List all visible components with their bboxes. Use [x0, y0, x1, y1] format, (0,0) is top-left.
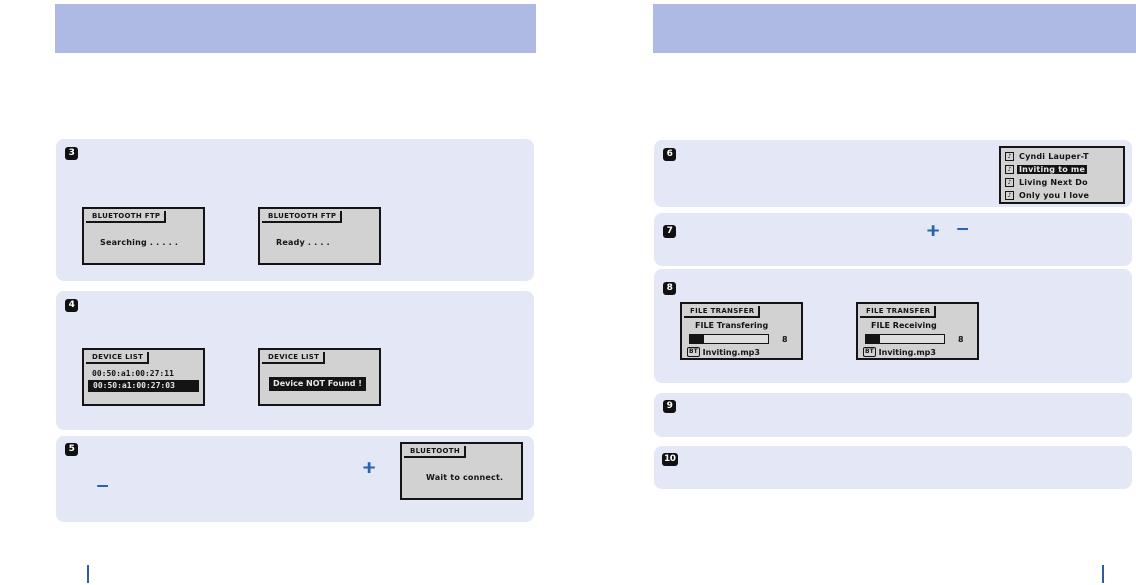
header-band-left	[55, 4, 536, 53]
lcd-screen-ready: BLUETOOTH FTP Ready . . . .	[258, 207, 381, 265]
music-file-icon: ♪	[1005, 165, 1014, 174]
music-file-icon: ♪	[1005, 178, 1014, 187]
step-4-panel: 4 DEVICE LIST 00:50:a1:00:27:11 00:50:a1…	[56, 291, 534, 430]
file-name: Inviting.mp3	[878, 347, 936, 357]
step-3-panel: 3 BLUETOOTH FTP Searching . . . . . BLUE…	[56, 139, 534, 281]
step-8-badge: 8	[663, 282, 676, 295]
header-band-right	[653, 4, 1136, 53]
device-address: 00:50:a1:00:27:11	[92, 369, 174, 378]
bt-file-icon: BT	[863, 347, 876, 357]
file-name: Inviting.mp3	[702, 347, 760, 357]
plus-icon: +	[362, 458, 377, 478]
song-list-item: ♪ Living Next Do	[1001, 176, 1123, 189]
song-list-item: ♪ Cyndi Lauper-T	[1001, 150, 1123, 163]
progress-fill	[866, 335, 880, 343]
music-file-icon: ♪	[1005, 191, 1014, 200]
step-3-badge: 3	[65, 147, 78, 160]
lcd-message: Wait to connect.	[426, 473, 504, 482]
minus-icon: −	[96, 476, 110, 495]
lcd-tab: BLUETOOTH	[404, 446, 467, 458]
lcd-tab: FILE TRANSFER	[860, 306, 937, 318]
lcd-screen-wait-to-connect: BLUETOOTH Wait to connect.	[400, 442, 523, 500]
lcd-tab: DEVICE LIST	[262, 352, 326, 364]
step-4-badge: 4	[65, 299, 78, 312]
lcd-tab: BLUETOOTH FTP	[86, 211, 167, 223]
lcd-screen-device-list: DEVICE LIST 00:50:a1:00:27:11 00:50:a1:0…	[82, 348, 205, 406]
footer-left-tick	[87, 565, 89, 583]
step-9-panel: 9	[654, 393, 1132, 437]
song-title: Cyndi Lauper-T	[1019, 152, 1089, 161]
bt-file-icon: BT	[687, 347, 700, 357]
lcd-tab: FILE TRANSFER	[684, 306, 761, 318]
lcd-screen-song-list: ♪ Cyndi Lauper-T ♪ Inviting to me ♪ Livi…	[999, 146, 1125, 204]
step-8-panel: 8 FILE TRANSFER FILE Transfering 8 BT In…	[654, 269, 1132, 383]
lcd-message: Searching . . . . .	[100, 238, 179, 247]
step-5-badge: 5	[65, 443, 78, 456]
step-6-badge: 6	[663, 148, 676, 161]
progress-fill	[690, 335, 704, 343]
song-title: Living Next Do	[1019, 178, 1088, 187]
file-row: BT Inviting.mp3	[687, 347, 760, 357]
file-row: BT Inviting.mp3	[863, 347, 936, 357]
lcd-screen-file-receiving: FILE TRANSFER FILE Receiving 8 BT Inviti…	[856, 302, 979, 360]
lcd-tab: BLUETOOTH FTP	[262, 211, 343, 223]
progress-bar-row: 8	[689, 334, 788, 344]
device-address-selected: 00:50:a1:00:27:03	[88, 380, 199, 392]
not-found-message: Device NOT Found !	[269, 377, 366, 391]
music-file-icon: ♪	[1005, 152, 1014, 161]
progress-value: 8	[958, 334, 964, 344]
step-6-panel: 6 ♪ Cyndi Lauper-T ♪ Inviting to me ♪ Li…	[654, 140, 1132, 207]
step-9-badge: 9	[663, 400, 676, 413]
step-7-badge: 7	[663, 225, 676, 238]
step-7-panel: 7 + −	[654, 213, 1132, 266]
transfer-status: FILE Transfering	[695, 321, 769, 330]
step-10-badge: 10	[662, 453, 678, 466]
lcd-screen-file-transfering: FILE TRANSFER FILE Transfering 8 BT Invi…	[680, 302, 803, 360]
progress-bar	[689, 334, 769, 344]
progress-bar	[865, 334, 945, 344]
footer-right-tick	[1102, 565, 1104, 583]
song-list-item-selected: ♪ Inviting to me	[1001, 163, 1123, 176]
transfer-status: FILE Receiving	[871, 321, 937, 330]
song-title: Only you I love	[1019, 191, 1090, 200]
progress-value: 8	[782, 334, 788, 344]
song-title: Inviting to me	[1017, 165, 1088, 174]
step-10-panel: 10	[654, 446, 1132, 489]
lcd-screen-searching: BLUETOOTH FTP Searching . . . . .	[82, 207, 205, 265]
progress-bar-row: 8	[865, 334, 964, 344]
lcd-message: Ready . . . .	[276, 238, 330, 247]
lcd-tab: DEVICE LIST	[86, 352, 150, 364]
song-list-item: ♪ Only you I love	[1001, 189, 1123, 202]
plus-icon: +	[926, 221, 941, 241]
lcd-screen-not-found: DEVICE LIST Device NOT Found !	[258, 348, 381, 406]
minus-icon: −	[956, 219, 970, 238]
step-5-panel: 5 − + BLUETOOTH Wait to connect.	[56, 436, 534, 522]
